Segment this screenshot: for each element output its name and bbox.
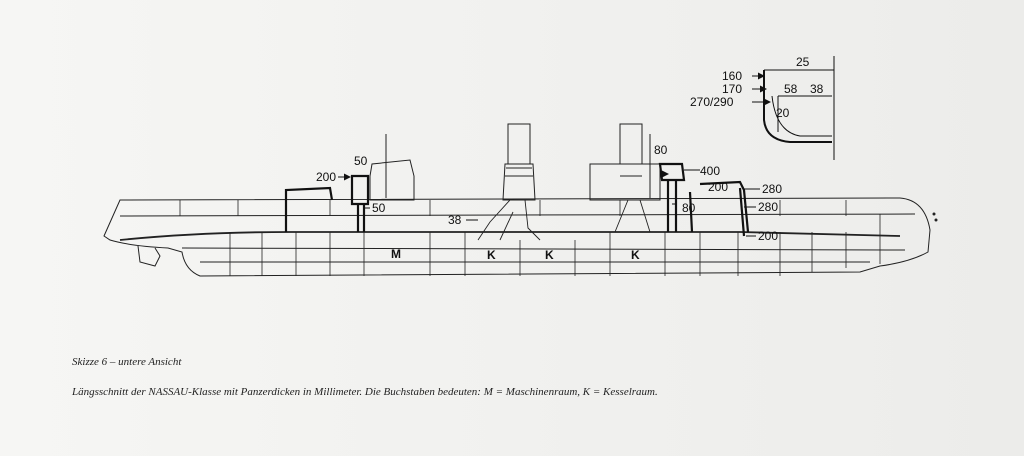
armor-label-80-top: 80	[654, 143, 668, 157]
inset-label-38: 38	[810, 82, 824, 96]
inset-label-270-290: 270/290	[690, 95, 734, 109]
caption-text: Längsschnitt der NASSAU-Klasse mit Panze…	[72, 386, 658, 398]
inset-label-25: 25	[796, 55, 810, 69]
funnel-1	[507, 123, 531, 165]
room-boiler-3: K	[631, 248, 640, 262]
inset-label-160: 160	[722, 69, 742, 83]
room-boiler-1: K	[487, 248, 496, 262]
armor-label-400: 400	[700, 164, 720, 178]
turret-fore-armor	[658, 162, 686, 182]
room-machine: M	[391, 247, 401, 261]
armor-label-200-c: 200	[758, 229, 778, 243]
hull-outline	[103, 197, 931, 277]
turret-aft-armor	[284, 186, 334, 232]
armor-label-50-top: 50	[354, 154, 368, 168]
inset-label-170: 170	[722, 82, 742, 96]
armor-label-50-side: 50	[372, 201, 386, 215]
armor-label-200-b: 200	[708, 180, 728, 194]
room-boiler-2: K	[545, 248, 554, 262]
inset-section	[752, 56, 835, 160]
inset-label-58: 58	[784, 82, 798, 96]
armor-label-200: 200	[316, 170, 336, 184]
barbette-aft	[350, 174, 370, 206]
armor-label-280-b: 280	[758, 200, 778, 214]
armor-label-80-mid: 80	[682, 201, 696, 215]
armor-label-280-a: 280	[762, 182, 782, 196]
armor-label-38: 38	[448, 213, 462, 227]
rudder	[137, 245, 161, 267]
caption-title: Skizze 6 – untere Ansicht	[72, 356, 182, 368]
inset-label-20: 20	[776, 106, 790, 120]
funnel-2	[619, 123, 643, 165]
